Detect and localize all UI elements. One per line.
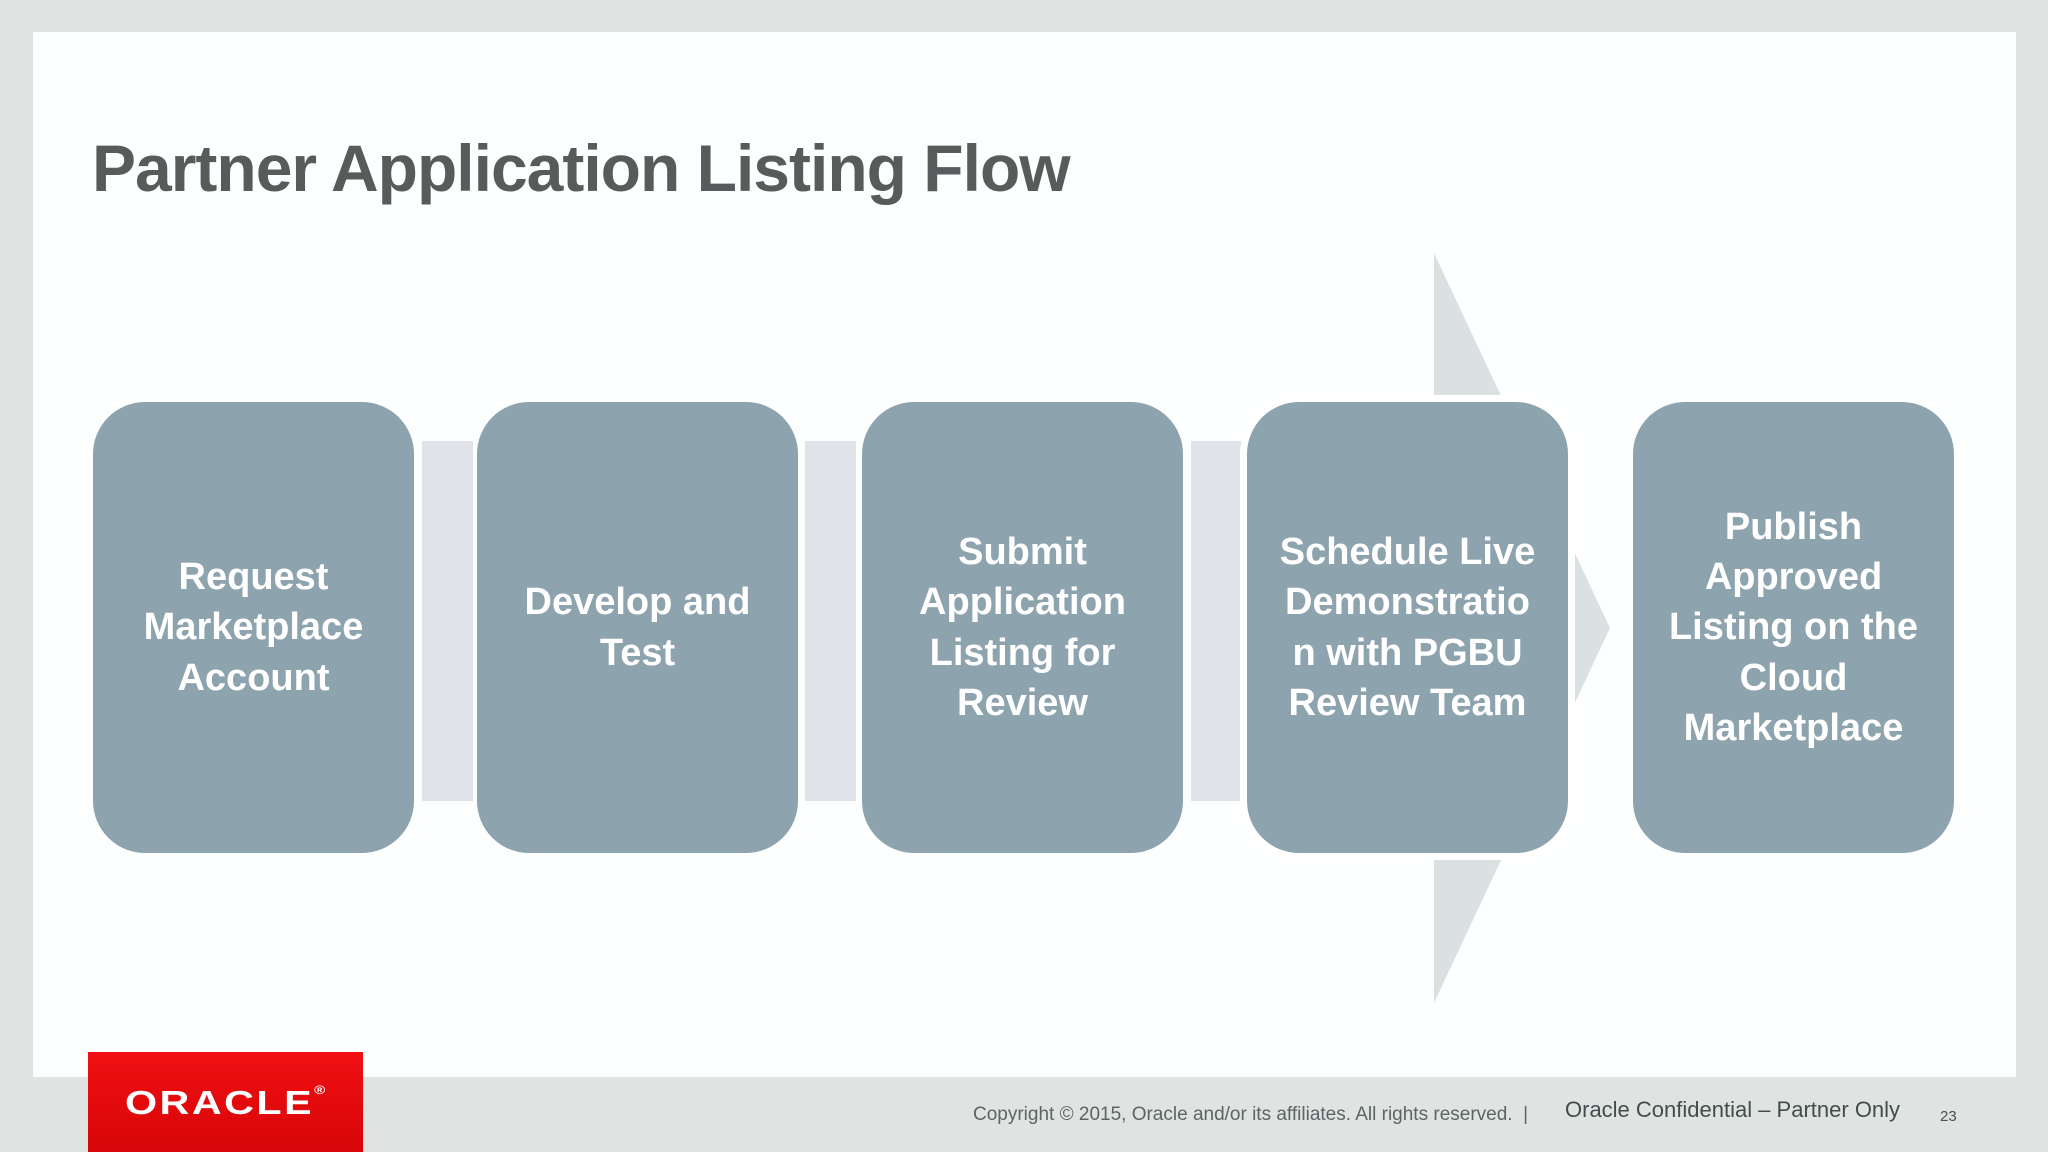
confidentiality-label: Oracle Confidential – Partner Only xyxy=(1565,1097,1901,1122)
step-label: Develop and Test xyxy=(524,581,751,674)
oracle-logo-text: ORACLE® xyxy=(125,1082,326,1121)
flow-step-publish-listing: Publish Approved Listing on the Cloud Ma… xyxy=(1633,402,1954,853)
registered-trademark-icon: ® xyxy=(314,1082,326,1097)
step-label: Submit Application Listing for Review xyxy=(919,531,1126,724)
flow-step-develop-test: Develop and Test xyxy=(477,402,798,853)
step-connector-1 xyxy=(422,441,473,801)
oracle-logo: ORACLE® xyxy=(88,1052,363,1152)
step-connector-3 xyxy=(1191,441,1242,801)
flow-step-schedule-demo: Schedule Live Demonstratio n with PGBU R… xyxy=(1247,402,1568,853)
page-title: Partner Application Listing Flow xyxy=(92,131,1071,205)
page-number: 23 xyxy=(1940,1108,1957,1125)
step-label: Request Marketplace Account xyxy=(143,556,364,699)
copyright-text: Copyright © 2015, Oracle and/or its affi… xyxy=(973,1104,1529,1125)
step-label: Schedule Live Demonstratio n with PGBU R… xyxy=(1279,531,1536,724)
flow-step-request-account: Request Marketplace Account xyxy=(93,402,414,853)
step-label: Publish Approved Listing on the Cloud Ma… xyxy=(1668,506,1919,749)
step-connector-2 xyxy=(805,441,856,801)
flow-step-submit-listing: Submit Application Listing for Review xyxy=(862,402,1183,853)
